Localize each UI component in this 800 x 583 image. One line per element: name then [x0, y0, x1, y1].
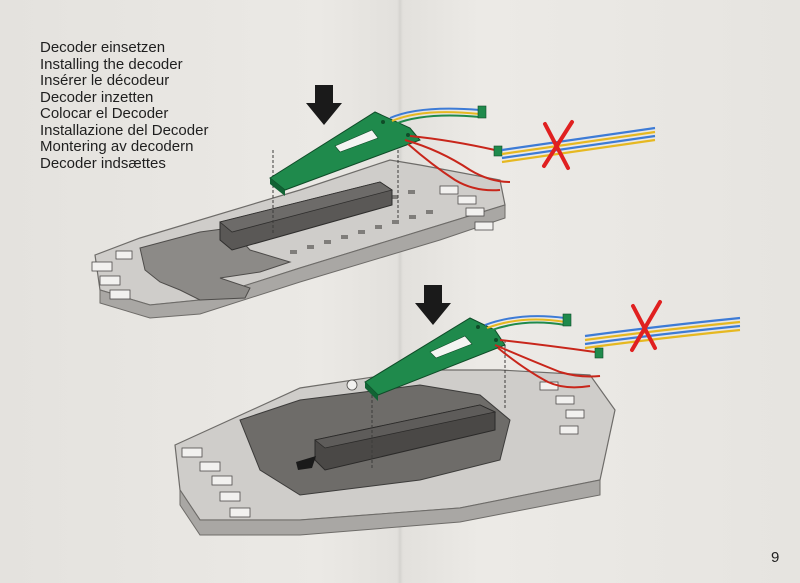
down-arrow-icon — [306, 85, 342, 125]
title-dutch: Decoder inzetten — [40, 88, 154, 106]
title-spanish: Colocar el Decoder — [40, 105, 169, 122]
instruction-title-list: Decoder einsetzen Installing the decoder… — [40, 39, 209, 172]
top-detached-wires — [501, 126, 656, 164]
bottom-detached-wires — [584, 316, 741, 350]
title-swedish: Montering av decodern — [40, 138, 194, 155]
top-wires — [389, 107, 511, 192]
bottom-track-switch — [174, 340, 616, 536]
title-danish: Decoder indsættes — [40, 154, 166, 172]
title-italian: Installazione del Decoder — [40, 121, 209, 139]
top-circuit-board — [269, 111, 421, 196]
bottom-wires — [484, 315, 601, 389]
down-arrow-icon — [415, 285, 451, 325]
title-french: Insérer le décodeur — [40, 72, 170, 89]
bottom-circuit-board — [364, 317, 506, 401]
title-english: Installing the decoder — [40, 55, 183, 73]
page-fold — [397, 0, 403, 583]
top-track-switch — [91, 150, 506, 319]
cross-mark-icon — [630, 300, 662, 352]
page-number: 9 — [771, 549, 780, 566]
title-german: Decoder einsetzen — [40, 39, 166, 56]
cross-mark-icon — [542, 120, 574, 170]
